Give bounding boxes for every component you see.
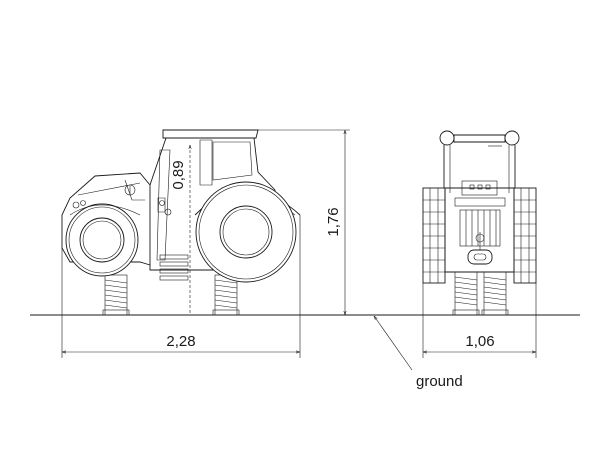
tractor-front-view [422, 130, 537, 316]
ground-callout: ground [374, 316, 463, 390]
front-wheel [65, 203, 139, 277]
overall-length-label: 2,28 [166, 333, 195, 350]
step-grill [159, 254, 189, 281]
front-view-spring-left [452, 271, 480, 316]
cab-roof [162, 129, 259, 139]
front-spring [102, 274, 130, 316]
overall-width-dimension: 1,06 [422, 283, 537, 358]
overall-width-label: 1,06 [465, 333, 494, 350]
overall-height-label: 1,76 [325, 207, 342, 236]
overall-length-dimension: 2,28 [61, 215, 301, 358]
front-view-wheel-right [513, 187, 537, 284]
tractor-side-view [61, 129, 301, 316]
front-view-wheel-left [422, 187, 446, 284]
rear-wheel [195, 181, 297, 283]
ground-label: ground [416, 373, 463, 390]
seat-height-label: 0,89 [170, 160, 187, 189]
seat-height-dimension: 0,89 [170, 145, 190, 315]
front-view-spring-right [481, 271, 509, 316]
overall-height-dimension: 1,76 [258, 129, 350, 315]
